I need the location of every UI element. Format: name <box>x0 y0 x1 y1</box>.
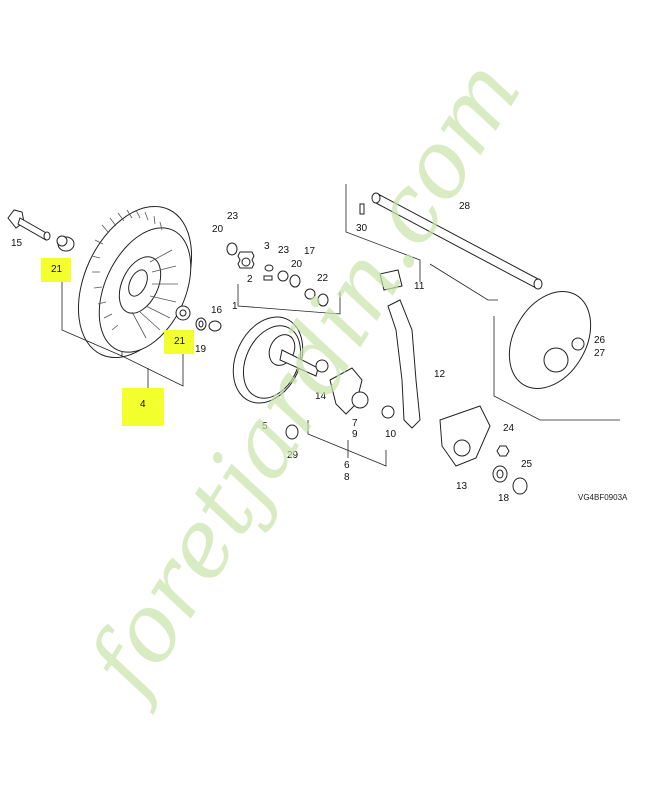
lever-12-part <box>387 299 421 429</box>
callout-11[interactable]: 11 <box>414 281 425 292</box>
callout-23a[interactable]: 23 <box>227 211 239 222</box>
plate-13-part <box>439 405 491 467</box>
callout-13[interactable]: 13 <box>456 481 468 492</box>
highlight-21-left <box>41 258 71 282</box>
callout-1[interactable]: 1 <box>232 301 238 312</box>
diagram-code: VG4BF0903A <box>578 493 628 502</box>
nut-24-part <box>496 445 510 457</box>
frame-lines <box>345 184 620 421</box>
washer-19-part <box>195 317 207 331</box>
callout-27[interactable]: 27 <box>594 348 606 359</box>
callout-26[interactable]: 26 <box>594 335 606 346</box>
shaft-28-part <box>371 192 543 290</box>
washer-18-part <box>492 465 508 483</box>
callout-17[interactable]: 17 <box>304 246 316 257</box>
callout-12[interactable]: 12 <box>434 369 446 380</box>
collar-21b-part <box>175 305 191 321</box>
callout-16[interactable]: 16 <box>211 305 223 316</box>
bushing-14-part <box>315 359 329 373</box>
clip-25-part <box>512 477 528 495</box>
washer-16-part <box>208 320 222 332</box>
callout-21a[interactable]: 21 <box>51 264 63 275</box>
callout-30[interactable]: 30 <box>356 223 368 234</box>
callout-8[interactable]: 8 <box>344 472 350 483</box>
callout-18[interactable]: 18 <box>498 493 510 504</box>
group-bracket-4 <box>61 282 184 388</box>
collar-21-part <box>56 235 75 252</box>
bushing-29-part <box>285 424 299 440</box>
callout-4[interactable]: 4 <box>140 399 146 410</box>
callout-20b[interactable]: 20 <box>291 259 303 270</box>
bolt-15-part <box>7 209 51 241</box>
callout-22[interactable]: 22 <box>317 273 329 284</box>
callout-2[interactable]: 2 <box>247 274 253 285</box>
callout-10[interactable]: 10 <box>385 429 397 440</box>
drive-disc-5-part <box>232 316 319 404</box>
shift-arm-part <box>329 367 369 415</box>
callout-14[interactable]: 14 <box>315 391 327 402</box>
callout-28[interactable]: 28 <box>459 201 471 212</box>
callout-5[interactable]: 5 <box>262 421 268 432</box>
callout-19[interactable]: 19 <box>195 344 207 355</box>
gear-part <box>226 242 329 307</box>
pin-30-part <box>359 203 365 215</box>
callout-3[interactable]: 3 <box>264 241 270 252</box>
callout-7[interactable]: 7 <box>352 418 358 429</box>
wheel-part <box>77 205 193 359</box>
drive-plate-part <box>508 291 592 389</box>
callout-6[interactable]: 6 <box>344 460 350 471</box>
callout-20a[interactable]: 20 <box>212 224 224 235</box>
highlight-4 <box>122 388 164 426</box>
highlight-21-right <box>164 330 194 354</box>
callout-15[interactable]: 15 <box>11 238 23 249</box>
bracket-6 <box>307 420 387 467</box>
callout-23b[interactable]: 23 <box>278 245 290 256</box>
callout-25[interactable]: 25 <box>521 459 533 470</box>
callout-29[interactable]: 29 <box>287 450 299 461</box>
bracket-1 <box>237 284 341 315</box>
block-11-part <box>379 269 403 291</box>
callout-21b[interactable]: 21 <box>174 336 186 347</box>
callout-24[interactable]: 24 <box>503 423 515 434</box>
nut-10-part <box>381 405 395 419</box>
callout-9[interactable]: 9 <box>352 429 358 440</box>
